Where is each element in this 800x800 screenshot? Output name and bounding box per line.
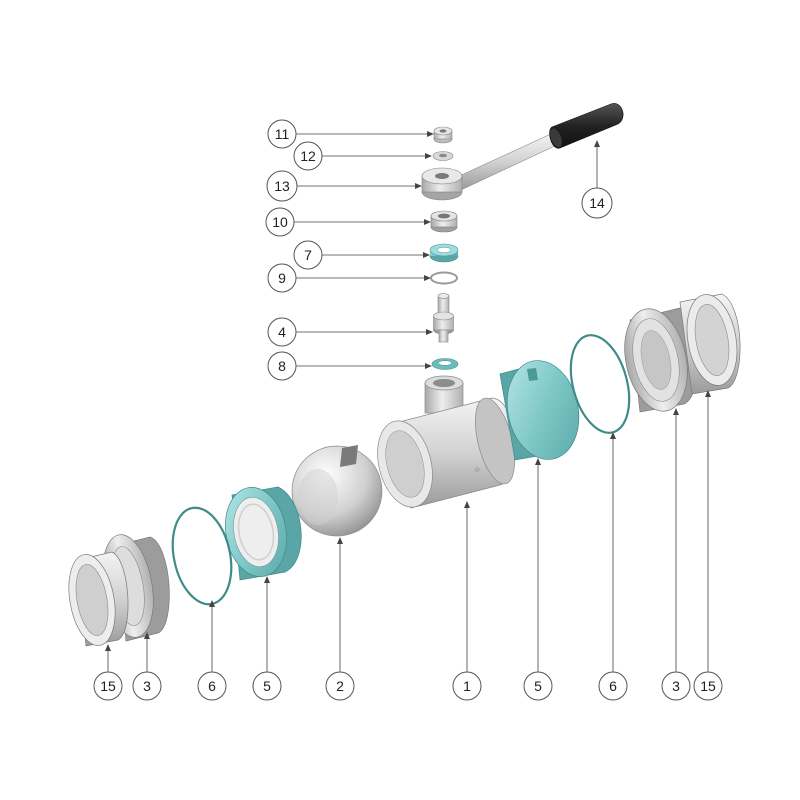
callout-13: 13 — [266, 170, 298, 202]
part-1-valve-body: ❖ — [377, 375, 515, 509]
part-4-stem — [433, 293, 454, 343]
callout-2: 2 — [325, 671, 355, 701]
callout-12-label: 12 — [300, 148, 316, 164]
callout-5-right-label: 5 — [534, 678, 542, 694]
part-2-ball — [291, 445, 383, 537]
part-13-handle-hub — [421, 167, 463, 201]
callout-11: 11 — [267, 119, 297, 149]
part-15-union-nut-right — [679, 293, 741, 395]
callout-3-left-label: 3 — [143, 678, 151, 694]
callout-3-left: 3 — [132, 671, 162, 701]
callout-15-left: 15 — [93, 671, 123, 701]
callout-4-label: 4 — [278, 324, 286, 340]
part-5-seat-left — [225, 486, 302, 581]
callout-5-right: 5 — [523, 671, 553, 701]
callout-15-right: 15 — [693, 671, 723, 701]
callout-14: 14 — [581, 187, 613, 219]
callout-7: 7 — [293, 240, 323, 270]
callout-15-right-label: 15 — [700, 678, 716, 694]
part-15-union-nut-left — [68, 551, 129, 647]
callout-15-left-label: 15 — [100, 678, 116, 694]
callout-14-label: 14 — [589, 195, 605, 211]
callout-8: 8 — [267, 351, 297, 381]
callout-10: 10 — [265, 207, 295, 237]
callout-8-label: 8 — [278, 358, 286, 374]
part-5-seat-right — [499, 360, 580, 461]
callout-5-left: 5 — [252, 671, 282, 701]
callout-4: 4 — [267, 317, 297, 347]
callout-6-left: 6 — [197, 671, 227, 701]
callout-6-right-label: 6 — [609, 678, 617, 694]
leader-lines — [105, 131, 711, 672]
part-9-o-ring — [430, 271, 458, 285]
callout-11-label: 11 — [275, 126, 290, 142]
part-7-stem-seal — [429, 243, 459, 263]
callout-6-right: 6 — [598, 671, 628, 701]
callout-2-label: 2 — [336, 678, 344, 694]
callout-13-label: 13 — [274, 178, 290, 194]
callout-5-left-label: 5 — [263, 678, 271, 694]
callout-3-right: 3 — [661, 671, 691, 701]
part-12-washer — [432, 151, 454, 161]
part-11-nut — [433, 126, 453, 144]
callout-9: 9 — [267, 263, 297, 293]
callout-7-label: 7 — [304, 247, 312, 263]
callout-10-label: 10 — [272, 214, 288, 230]
svg-text:❖: ❖ — [472, 465, 482, 477]
part-8-stem-seal — [431, 358, 459, 370]
callout-3-right-label: 3 — [672, 678, 680, 694]
part-10-gland-nut — [430, 210, 458, 233]
callout-9-label: 9 — [278, 270, 286, 286]
callout-6-left-label: 6 — [208, 678, 216, 694]
callout-12: 12 — [293, 141, 323, 171]
callout-1-label: 1 — [463, 678, 471, 694]
callout-1: 1 — [452, 671, 482, 701]
part-3-end-connector-right — [624, 307, 699, 413]
